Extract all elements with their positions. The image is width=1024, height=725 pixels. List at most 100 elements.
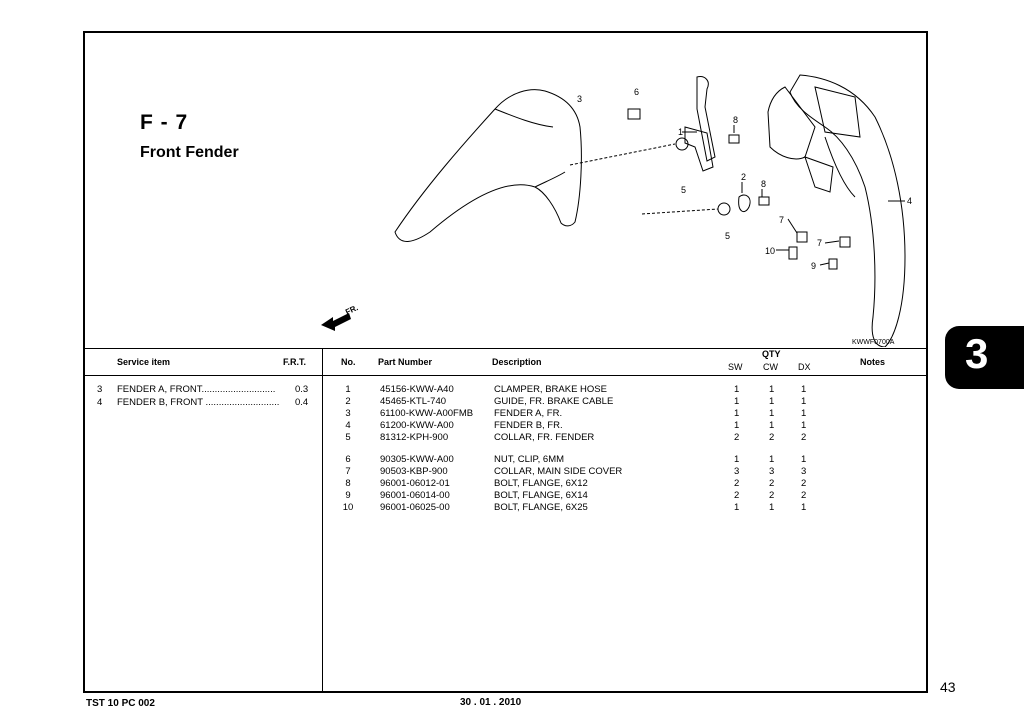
qty-cw: 1 [769,454,775,465]
table-header-rule [85,375,926,376]
fender-a-drawing [394,89,582,242]
qty-header: QTY [762,349,781,359]
section-title: Front Fender [140,144,239,161]
service-frt: 0.4 [295,397,309,408]
part-number: 45465-KTL-740 [380,396,447,407]
qty-sw: 2 [734,490,740,501]
qty-dx: 2 [801,490,807,501]
chapter-tab: 3 [945,326,1024,389]
qty-dx: 1 [801,408,807,419]
part-no: 10 [342,502,354,513]
callout-4: 4 [907,196,912,206]
page-frame: F - 7 Front Fender [83,31,928,693]
service-ref: 3 [97,384,103,395]
callout-3: 3 [577,94,582,104]
part-number: 61100-KWW-A00FMB [380,408,474,419]
qty-dx: 1 [801,454,807,465]
part-no: 9 [345,490,351,501]
page-number: 43 [940,679,956,695]
qty-dx: 2 [801,478,807,489]
part-number: 45156-KWW-A40 [380,384,454,395]
qty-cw: 1 [769,408,775,419]
part-no: 7 [345,466,351,477]
qty-cw: 2 [769,490,775,501]
service-item: FENDER A, FRONT.........................… [117,384,276,395]
part-number: 96001-06014-00 [380,490,450,501]
table-divider [322,348,323,691]
no-header: No. [341,357,356,367]
part-no: 5 [345,432,351,443]
part-description: GUIDE, FR. BRAKE CABLE [494,396,614,407]
part-number: 81312-KPH-900 [380,432,449,443]
qty-cw: 1 [769,384,775,395]
qty-cw: 1 [769,396,775,407]
front-direction-arrow: FR. [321,303,360,331]
part-no: 4 [345,420,351,431]
qty-sw: 1 [734,454,740,465]
qty-cw: 2 [769,432,775,443]
qty-dx: 1 [801,384,807,395]
qty-cw: 2 [769,478,775,489]
part-description: FENDER B, FR. [494,420,563,431]
part-description: COLLAR, MAIN SIDE COVER [494,466,623,477]
qty-dx: 2 [801,432,807,443]
callout-1: 1 [678,127,683,137]
diagram-code: KWWF0700A [852,339,895,346]
table-top-rule [85,348,926,349]
qty-sw: 2 [734,432,740,443]
qty-sw: 1 [734,396,740,407]
callout-5a: 5 [681,185,686,195]
qty-dx: 3 [801,466,807,477]
part-description: NUT, CLIP, 6MM [494,454,565,465]
part-number: 96001-06012-01 [380,478,450,489]
service-ref: 4 [97,397,103,408]
part-description: COLLAR, FR. FENDER [494,432,595,443]
part-description: FENDER A, FR. [494,408,563,419]
part-description: BOLT, FLANGE, 6X14 [494,490,588,501]
section-code: F - 7 [140,111,189,134]
service-item: FENDER B, FRONT ........................… [117,397,280,408]
part-description: BOLT, FLANGE, 6X12 [494,478,588,489]
part-no: 8 [345,478,351,489]
qty-sw: 2 [734,478,740,489]
service-item-header: Service item [117,357,171,367]
qty-sw: 1 [734,420,740,431]
notes-header: Notes [860,357,886,367]
callout-7b: 7 [817,238,822,248]
cw-header: CW [763,362,778,372]
chapter-tab-label: 3 [965,330,989,377]
callout-8a: 8 [733,115,738,125]
part-no: 2 [345,396,351,407]
footer-doc-code: TST 10 PC 002 [86,698,155,709]
part-number: 61200-KWW-A00 [380,420,454,431]
sw-header: SW [728,362,743,372]
qty-sw: 1 [734,408,740,419]
frt-header: F.R.T. [283,357,307,367]
callout-6: 6 [634,87,639,97]
part-no: 3 [345,408,351,419]
part-no: 6 [345,454,351,465]
callout-2: 2 [741,172,746,182]
qty-cw: 3 [769,466,775,477]
part-number: 96001-06025-00 [380,502,450,513]
footer-date: 30 . 01 . 2010 [460,697,522,708]
qty-sw: 3 [734,466,740,477]
dx-header: DX [798,362,811,372]
description-header: Description [492,357,542,367]
part-no: 1 [345,384,351,395]
callout-10: 10 [765,246,775,256]
qty-cw: 1 [769,420,775,431]
qty-dx: 1 [801,396,807,407]
callout-7a: 7 [779,215,784,225]
qty-sw: 1 [734,502,740,513]
part-number: 90503-KBP-900 [380,466,448,477]
part-description: CLAMPER, BRAKE HOSE [494,384,607,395]
qty-dx: 1 [801,420,807,431]
callout-9: 9 [811,261,816,271]
exploded-parts-diagram: 3 6 1 8 5 2 8 5 4 7 7 10 9 KWWF0700A [394,74,912,347]
direction-label: FR. [344,303,359,317]
callout-8b: 8 [761,179,766,189]
part-number-header: Part Number [378,357,433,367]
qty-cw: 1 [769,502,775,513]
part-description: BOLT, FLANGE, 6X25 [494,502,588,513]
